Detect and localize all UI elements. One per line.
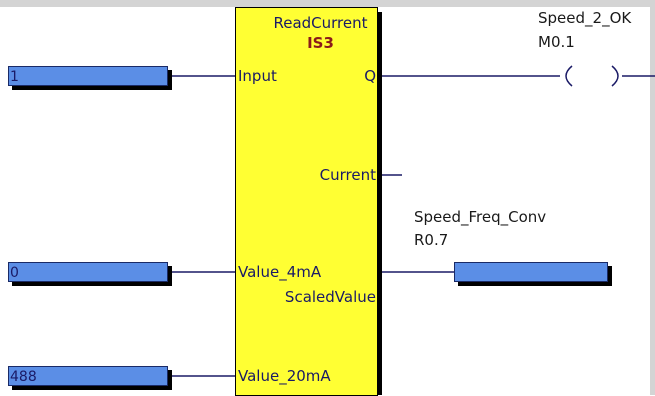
top-border (0, 0, 655, 7)
block-type-name: ReadCurrent (273, 14, 368, 32)
pin-scaled-value[interactable]: ScaledValue (284, 288, 376, 306)
coil-variable-address: M0.1 (538, 33, 575, 51)
pin-input[interactable]: Input (238, 67, 277, 85)
right-border (650, 0, 655, 395)
value-20ma-box[interactable]: 488 (8, 366, 168, 386)
input-value-box[interactable]: 1 (8, 66, 168, 86)
scaled-variable-address: R0.7 (414, 231, 449, 249)
function-block-readcurrent[interactable] (235, 7, 378, 396)
pin-q[interactable]: Q (364, 67, 376, 85)
block-shadow (378, 12, 382, 395)
pin-current[interactable]: Current (319, 166, 376, 184)
block-instance-name: IS3 (307, 34, 334, 52)
pin-value-20ma[interactable]: Value_20mA (238, 367, 331, 385)
pin-value-4ma[interactable]: Value_4mA (238, 263, 322, 281)
coil-right-arc (611, 65, 619, 87)
coil-left-arc (565, 65, 573, 87)
coil-variable-name: Speed_2_OK (538, 9, 632, 27)
scaled-variable-name: Speed_Freq_Conv (414, 208, 547, 226)
scaled-value-output-box[interactable] (454, 262, 608, 282)
value-4ma-box[interactable]: 0 (8, 262, 168, 282)
